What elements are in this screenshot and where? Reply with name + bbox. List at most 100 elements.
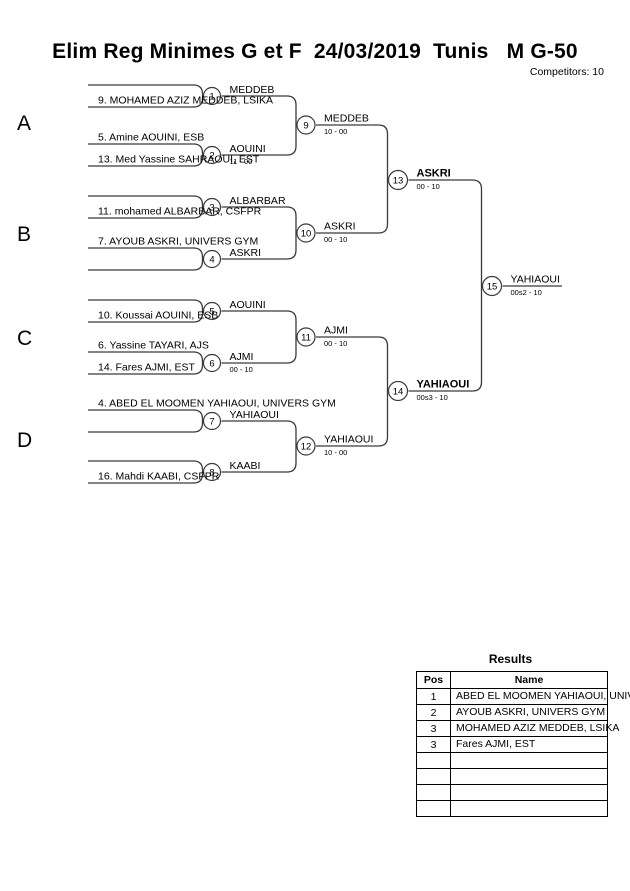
results-cell-name: MOHAMED AZIZ MEDDEB, LSIKA [450, 720, 619, 737]
match-line-bottom [88, 472, 204, 484]
competitors-count: Competitors: 10 [529, 66, 604, 78]
connector-top [221, 95, 297, 125]
results-row [416, 784, 608, 801]
results-row [416, 768, 608, 785]
match-winner: MEDDEB [324, 113, 369, 125]
connector-bottom [316, 391, 389, 447]
match-number: 5 [209, 306, 214, 317]
match-number: 9 [303, 120, 308, 131]
competitor-name: 11. mohamed ALBARBAR, CSFPR [98, 206, 262, 218]
results-col-pos: Pos [416, 671, 451, 689]
match-number: 2 [209, 150, 214, 161]
match-node-5[interactable] [202, 301, 222, 321]
match-node-8[interactable] [202, 462, 222, 482]
connector-top [316, 124, 389, 180]
results-col-name: Name [450, 671, 608, 689]
match-winner: AJMI [230, 351, 254, 363]
results-cell-name [450, 784, 608, 801]
match-score: 11 - 00 [230, 157, 253, 166]
bracket-match-nodes [202, 86, 503, 482]
match-score: 10 - 00 [324, 448, 347, 457]
results-row: 3 MOHAMED AZIZ MEDDEB, LSIKA [416, 720, 619, 737]
match-winner: MEDDEB [230, 84, 275, 96]
match-line-bottom [88, 155, 204, 167]
match-line-top [88, 460, 204, 472]
competitor-name: 4. ABED EL MOOMEN YAHIAOUI, UNIVERS GYM [98, 398, 336, 410]
match-score: 00 - 10 [324, 339, 347, 348]
match-node-10[interactable] [296, 223, 316, 243]
results-name-text: MOHAMED AZIZ MEDDEB, LSIKA [456, 722, 620, 734]
group-letter-C: C [17, 327, 32, 350]
competitor-name: 6. Yassine TAYARI, AJS [98, 340, 209, 352]
match-score: 00s3 - 10 [417, 393, 448, 402]
match-node-11[interactable] [296, 327, 316, 347]
connector-bottom [221, 337, 297, 364]
results-cell-pos [416, 784, 451, 801]
results-row [416, 800, 608, 817]
results-cell-pos [416, 752, 451, 769]
results-cell-pos: 3 [416, 720, 451, 737]
group-letter-A: A [17, 112, 31, 135]
match-number: 11 [301, 332, 311, 343]
match-winner: YAHIAOUI [417, 379, 470, 391]
results-cell-name [450, 752, 608, 769]
group-letter-B: B [17, 223, 31, 246]
match-line-bottom [88, 421, 204, 433]
results-header-row: Pos Name [416, 671, 608, 689]
match-node-6[interactable] [202, 353, 222, 373]
match-line-bottom [88, 96, 204, 108]
match-winner: AJMI [324, 325, 348, 337]
match-number: 13 [393, 175, 404, 186]
results-title: Results [488, 652, 533, 666]
results-cell-pos [416, 800, 451, 817]
match-node-13[interactable] [387, 169, 409, 191]
match-node-15[interactable] [481, 275, 503, 297]
match-winner: AOUINI [230, 143, 266, 155]
connector-top [316, 336, 389, 391]
match-winner: AOUINI [230, 299, 266, 311]
results-cell-pos: 2 [416, 704, 451, 721]
tournament-bracket: 19. MOHAMED AZIZ MEDDEB, LSIKAMEDDEB25. … [17, 84, 562, 484]
results-row [416, 752, 608, 769]
competitor-name: 9. MOHAMED AZIZ MEDDEB, LSIKA [98, 95, 273, 107]
match-line-top [88, 299, 204, 311]
match-winner: KAABI [230, 460, 261, 472]
match-score: 00 - 10 [230, 365, 253, 374]
match-winner: ASKRI [417, 168, 451, 180]
match-winner: YAHIAOUI [511, 274, 560, 286]
match-winner: ALBARBAR [230, 195, 286, 207]
match-node-12[interactable] [296, 436, 316, 456]
match-number: 12 [301, 441, 312, 452]
match-node-1[interactable] [202, 86, 222, 106]
page-title: Elim Reg Minimes G et F 24/03/2019 Tunis… [52, 40, 578, 63]
match-node-9[interactable] [296, 115, 316, 135]
match-number: 4 [209, 254, 214, 265]
match-line-top [88, 351, 204, 363]
connector-top [221, 310, 297, 337]
connector-bottom [221, 233, 297, 260]
results-name-text: ABED EL MOOMEN YAHIAOUI, UNIVERS GYM [456, 690, 630, 702]
connector-bottom [221, 446, 297, 473]
match-number: 14 [393, 386, 404, 397]
match-number: 1 [209, 91, 214, 102]
competitor-name: 10. Koussai AOUINI, ESB [98, 310, 218, 322]
match-node-2[interactable] [202, 145, 222, 165]
connector-bottom [408, 286, 483, 392]
match-node-4[interactable] [202, 249, 222, 269]
match-node-3[interactable] [202, 197, 222, 217]
match-winner: YAHIAOUI [324, 434, 373, 446]
results-cell-name [450, 800, 608, 817]
match-node-14[interactable] [387, 380, 409, 402]
match-score: 10 - 00 [324, 127, 347, 136]
match-line-top [88, 195, 204, 207]
results-cell-name [450, 768, 608, 785]
results-cell-name: AYOUB ASKRI, UNIVERS GYM [450, 704, 608, 721]
match-winner: YAHIAOUI [230, 409, 279, 421]
match-node-7[interactable] [202, 411, 222, 431]
match-line-bottom [88, 311, 204, 323]
